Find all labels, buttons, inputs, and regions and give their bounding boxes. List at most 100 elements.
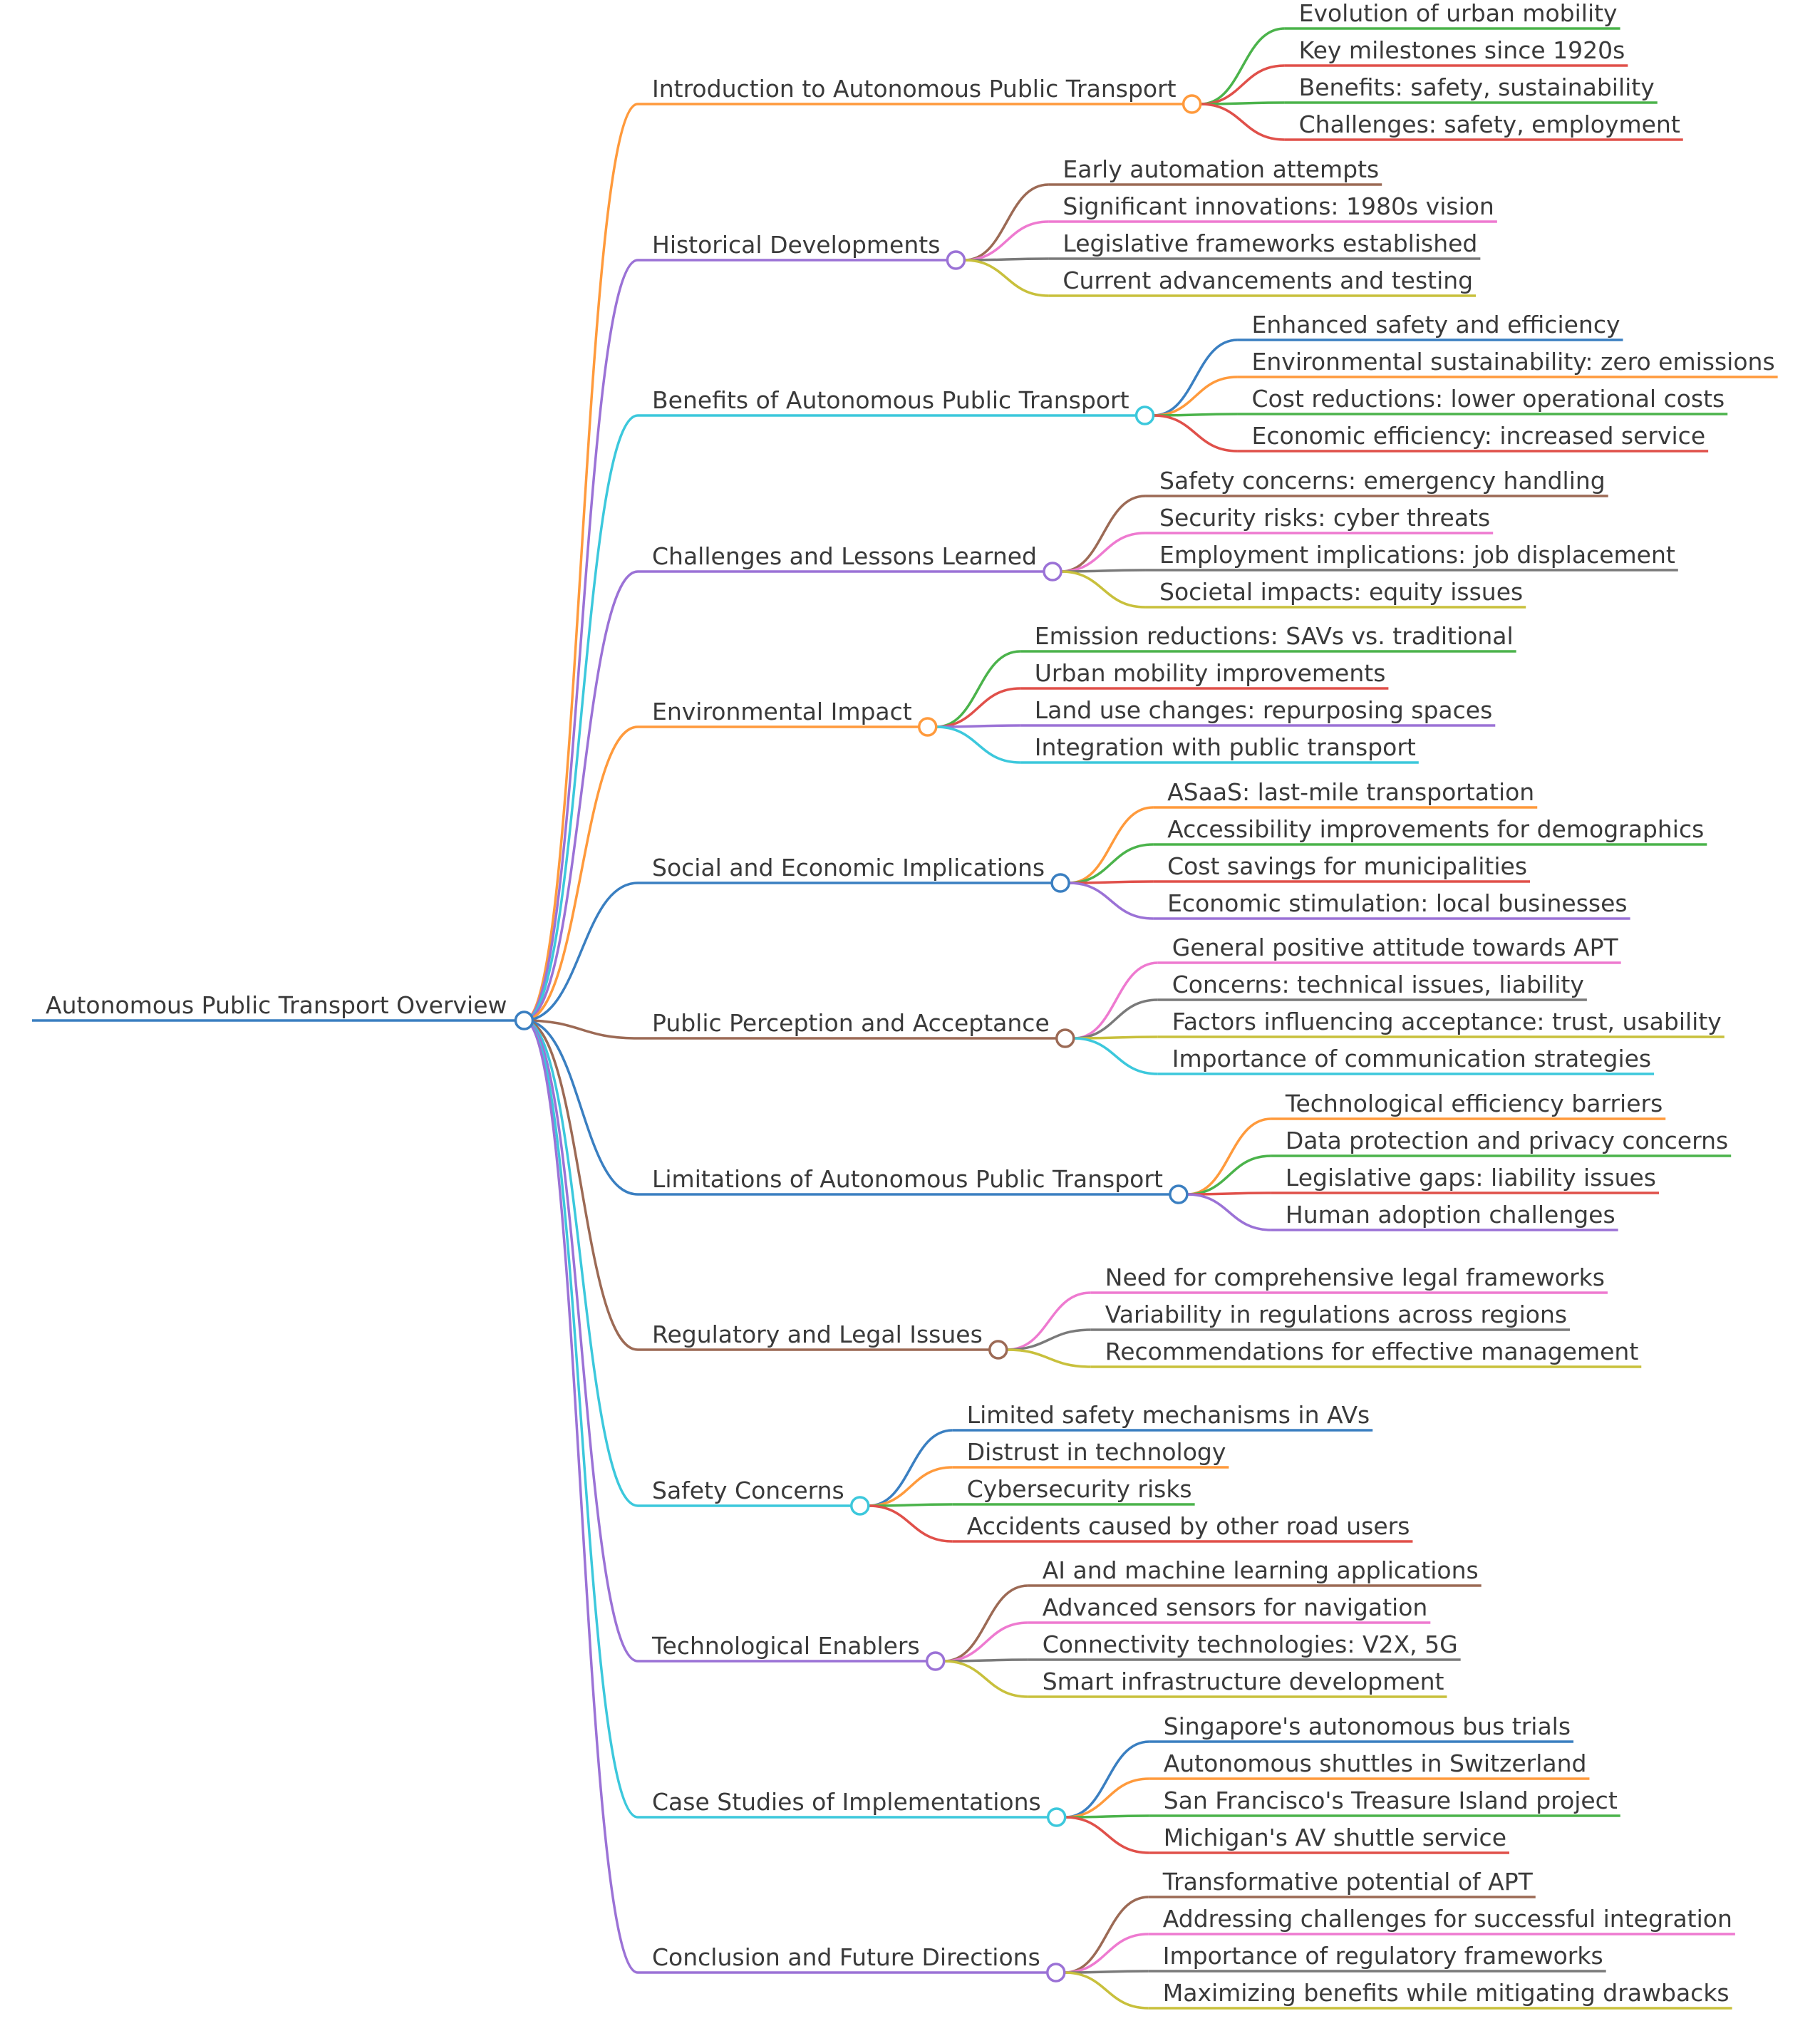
leaf-node: Importance of communication strategies [1172, 1045, 1651, 1072]
branch-label: Benefits of Autonomous Public Transport [652, 386, 1129, 414]
leaf-connector [964, 259, 1049, 297]
leaf-node: Technological efficiency barriers [1285, 1090, 1663, 1117]
leaf-label: Environmental sustainability: zero emiss… [1252, 348, 1775, 376]
branch-dot[interactable] [1046, 1807, 1067, 1827]
leaf-connector [1069, 880, 1154, 884]
leaf-label: Variability in regulations across region… [1105, 1301, 1567, 1328]
leaf-node: ASaaS: last-mile transportation [1167, 778, 1534, 806]
leaf-connector [1061, 569, 1146, 573]
leaf-label: Enhanced safety and efficiency [1252, 311, 1620, 338]
leaf-label: Key milestones since 1920s [1299, 36, 1625, 64]
leaf-label: Evolution of urban mobility [1299, 0, 1618, 27]
leaf-node: Cost savings for municipalities [1167, 852, 1527, 880]
leaf-node: Importance of regulatory frameworks [1163, 1942, 1603, 1970]
leaf-connector [936, 725, 1020, 764]
leaf-label: Economic efficiency: increased service [1252, 422, 1706, 450]
branch-dot[interactable] [1043, 562, 1062, 582]
leaf-label: Significant innovations: 1980s vision [1062, 192, 1494, 220]
leaf-connector [964, 257, 1049, 262]
branch-dot[interactable] [925, 1651, 946, 1671]
leaf-node: Need for comprehensive legal frameworks [1105, 1263, 1605, 1291]
leaf-connector [943, 1660, 1028, 1698]
branch-connector [524, 725, 638, 1022]
leaf-connector [964, 220, 1049, 262]
branch-connector [524, 1019, 638, 1040]
leaf-label: Economic stimulation: local businesses [1167, 889, 1628, 917]
branch-dot[interactable] [1134, 405, 1155, 425]
branch-dot[interactable] [917, 717, 938, 737]
branch-connector [524, 1019, 638, 1819]
leaf-connector [1065, 1814, 1149, 1819]
branch-connector [524, 882, 638, 1022]
leaf-connector [1200, 64, 1285, 105]
leaf-label: Current advancements and testing [1062, 267, 1473, 294]
leaf-label: Importance of regulatory frameworks [1163, 1942, 1603, 1970]
branch-dot[interactable] [1050, 873, 1070, 893]
branch-label: Regulatory and Legal Issues [652, 1320, 983, 1348]
branch-dot[interactable] [1182, 94, 1202, 114]
branch-label: Technological Enablers [651, 1632, 920, 1660]
branch-node: Regulatory and Legal Issues [652, 1320, 983, 1348]
leaf-node: Advanced sensors for navigation [1043, 1593, 1428, 1621]
leaf-connector [1186, 1192, 1271, 1196]
branch-dot[interactable] [988, 1340, 1008, 1360]
branch-node: Historical Developments [652, 231, 940, 259]
leaf-label: Michigan's AV shuttle service [1164, 1824, 1506, 1851]
leaf-node: Transformative potential of APT [1162, 1868, 1534, 1896]
branch-node: Benefits of Autonomous Public Transport [652, 386, 1129, 414]
leaf-node: Current advancements and testing [1062, 267, 1473, 294]
leaf-label: Integration with public transport [1035, 733, 1416, 761]
leaf-label: General positive attitude towards APT [1172, 934, 1619, 961]
leaf-label: Cost savings for municipalities [1167, 852, 1527, 880]
branch-label: Limitations of Autonomous Public Transpo… [652, 1165, 1163, 1193]
leaf-node: Legislative frameworks established [1062, 229, 1477, 257]
branch-node: Limitations of Autonomous Public Transpo… [652, 1165, 1163, 1193]
branch-label: Introduction to Autonomous Public Transp… [652, 75, 1177, 103]
leaf-label: Legislative frameworks established [1062, 229, 1477, 257]
branch-connector [524, 1019, 638, 1663]
leaf-connector [1006, 1328, 1091, 1351]
leaf-label: Advanced sensors for navigation [1043, 1593, 1428, 1621]
leaf-label: Connectivity technologies: V2X, 5G [1043, 1630, 1458, 1658]
branch-label: Case Studies of Implementations [652, 1788, 1041, 1816]
leaf-node: Variability in regulations across region… [1105, 1301, 1567, 1328]
leaf-node: Economic stimulation: local businesses [1167, 889, 1628, 917]
leaf-node: Recommendations for effective management [1105, 1338, 1639, 1365]
leaf-node: Evolution of urban mobility [1299, 0, 1618, 27]
leaf-connector [868, 1466, 953, 1507]
branch-node: Safety Concerns [652, 1477, 844, 1504]
leaf-connector [1073, 998, 1158, 1040]
leaf-connector [1186, 1154, 1271, 1196]
leaf-node: Human adoption challenges [1286, 1201, 1615, 1229]
branch-node: Challenges and Lessons Learned [652, 542, 1037, 570]
leaf-label: Distrust in technology [967, 1438, 1226, 1466]
leaf-node: General positive attitude towards APT [1172, 934, 1619, 961]
branch-dot[interactable] [946, 250, 966, 270]
leaf-node: Benefits: safety, sustainability [1299, 73, 1655, 101]
branch-dot[interactable] [1169, 1184, 1189, 1204]
branch-dot[interactable] [850, 1496, 870, 1516]
leaf-connector [1200, 27, 1285, 105]
leaf-node: Concerns: technical issues, liability [1172, 971, 1584, 998]
leaf-node: Data protection and privacy concerns [1286, 1127, 1728, 1154]
branch-dot[interactable] [1055, 1028, 1075, 1048]
branch-label: Safety Concerns [652, 1477, 844, 1504]
leaf-connector [1006, 1348, 1091, 1368]
leaf-node: Land use changes: repurposing spaces [1035, 696, 1493, 724]
leaf-connector [1069, 843, 1154, 884]
leaf-node: Safety concerns: emergency handling [1159, 467, 1606, 495]
branch-node: Conclusion and Future Directions [652, 1943, 1040, 1971]
branch-dot[interactable] [1046, 1963, 1066, 1983]
branch-connector [524, 1019, 638, 1196]
leaf-label: Maximizing benefits while mitigating dra… [1163, 1979, 1729, 2007]
branch-label: Public Perception and Acceptance [652, 1009, 1050, 1037]
leaf-node: Environmental sustainability: zero emiss… [1252, 348, 1775, 376]
leaf-connector [868, 1503, 953, 1507]
leaf-connector [936, 724, 1020, 728]
root-dot[interactable] [514, 1010, 534, 1030]
branch-node: Case Studies of Implementations [652, 1788, 1041, 1816]
leaf-label: Addressing challenges for successful int… [1163, 1905, 1732, 1933]
leaf-node: AI and machine learning applications [1043, 1556, 1479, 1584]
leaf-label: Factors influencing acceptance: trust, u… [1172, 1008, 1722, 1035]
leaf-connector [868, 1429, 953, 1507]
